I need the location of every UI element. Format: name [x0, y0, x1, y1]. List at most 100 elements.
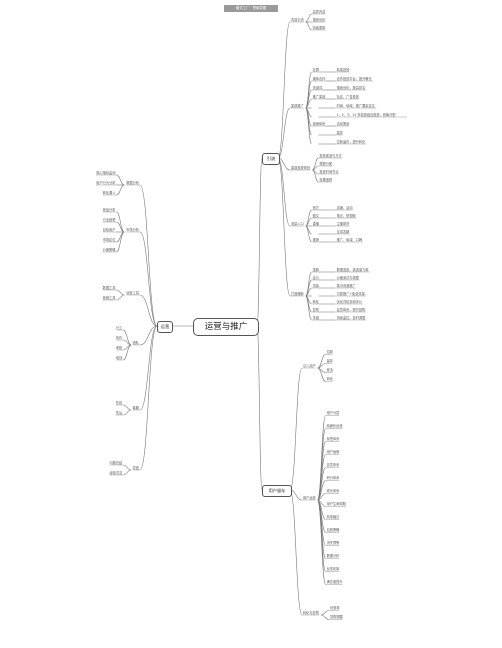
content-item[interactable]: 搜索优化 [312, 17, 326, 22]
ops-item[interactable]: 精准触达 [326, 515, 340, 520]
traffic-value[interactable]: 主播带货 [336, 221, 350, 226]
service-item[interactable]: 售后 [115, 410, 123, 415]
team-item[interactable]: 协作 [115, 335, 123, 340]
content-item[interactable]: 高质内容 [312, 9, 326, 14]
channels-value[interactable]: 拉新留存，提升转化 [336, 139, 366, 144]
team-item[interactable]: 分工 [115, 325, 123, 330]
branch-users[interactable]: 用户留存 [262, 485, 292, 497]
team-item[interactable]: 培训 [115, 355, 123, 360]
analysis-item[interactable]: 用户行为分析 [96, 180, 116, 185]
ops-item[interactable]: 用户画像 [326, 450, 340, 455]
build-value[interactable]: 集中资源推广 [336, 283, 356, 288]
ops-item[interactable]: 流失预警 [326, 541, 340, 546]
traffic-value[interactable]: 笔记、短视频 [336, 213, 356, 218]
build-value[interactable]: 付费推广+免费流量 [336, 291, 365, 296]
section-plan[interactable]: 渠道投放规划 [291, 165, 311, 170]
plan-item[interactable]: 效果追踪 [319, 177, 333, 182]
end-item[interactable]: 复购提醒 [330, 615, 343, 620]
build-value[interactable]: 会员体系，提升回购 [336, 307, 366, 312]
traffic-key[interactable]: 推荐 [312, 237, 319, 242]
section-entry[interactable]: 引入用户 [303, 363, 316, 368]
plan-item[interactable]: 投放渠道与方式 [319, 153, 342, 158]
build-key[interactable]: 转化 [312, 299, 319, 304]
section-service[interactable]: 客服 [132, 405, 139, 410]
traffic-key[interactable]: 图文 [312, 213, 319, 218]
tools-item[interactable]: 营销工具 [102, 295, 116, 300]
ops-item[interactable]: 反馈机制 [326, 567, 340, 572]
build-value[interactable]: 持续监控，及时调整 [336, 315, 366, 320]
ops-item[interactable]: 精细化运营 [326, 424, 343, 429]
section-ops[interactable]: 用户运营 [303, 495, 316, 500]
section-build[interactable]: 打造爆款 [291, 291, 304, 296]
summary-item[interactable]: 经验沉淀 [109, 470, 123, 475]
build-value[interactable]: 数据选品，挑选潜力款 [336, 267, 369, 272]
build-key[interactable]: 选款 [312, 267, 319, 272]
market-item[interactable]: 目标用户 [102, 227, 116, 232]
branch-promo[interactable]: 引流 [262, 153, 280, 165]
traffic-key[interactable]: 官方 [312, 205, 319, 210]
entry-item[interactable]: 转化 [326, 377, 333, 382]
plan-item[interactable]: 投放时间节点 [319, 169, 339, 174]
channels-value[interactable]: 搜索优化，提高排名 [336, 85, 366, 90]
ops-item[interactable]: 成长体系 [326, 489, 340, 494]
market-item[interactable]: 市场定位 [102, 237, 116, 242]
channels-value[interactable]: 时间、地域、推广要素定位 [336, 103, 375, 108]
channels-key[interactable]: 营销体系 [312, 121, 326, 126]
service-item[interactable]: 售前 [115, 400, 123, 405]
analysis-item[interactable]: 核心指标监测 [96, 170, 116, 175]
channels-value[interactable]: 1、2、3、14 多渠道组合投放，统筹分配 [336, 112, 396, 117]
ops-item[interactable]: 召回策略 [326, 528, 340, 533]
section-tools[interactable]: 运营工具 [126, 290, 139, 295]
channels-key[interactable]: 关键词 [312, 85, 323, 90]
section-traffic[interactable]: 流量入口 [291, 221, 304, 226]
ops-item[interactable]: 用户生命周期 [326, 502, 346, 507]
channels-key[interactable]: 社群 [312, 67, 319, 72]
traffic-value[interactable]: 推广、私域、口碑 [336, 237, 363, 242]
market-item[interactable]: 竞品分析 [102, 207, 116, 212]
build-key[interactable]: 复购 [312, 307, 319, 312]
section-channels[interactable]: 渠道推广 [291, 103, 304, 108]
central-topic[interactable]: 运营与推广 [193, 318, 259, 336]
traffic-value[interactable]: 店铺、活动 [336, 205, 353, 210]
tools-item[interactable]: 数据工具 [102, 285, 116, 290]
build-key[interactable]: 流量 [312, 283, 319, 288]
build-value[interactable]: 价格测试与调整 [336, 275, 359, 280]
market-item[interactable]: 行业趋势 [102, 217, 116, 222]
ops-item[interactable]: 数据分析 [326, 554, 340, 559]
section-end[interactable]: 转化与复购 [303, 610, 319, 615]
ops-item[interactable]: 满意度提升 [326, 580, 343, 585]
channels-key[interactable]: 推广渠道 [312, 94, 326, 99]
build-key[interactable]: 关键 [312, 315, 319, 320]
channels-value[interactable]: 精准投放 [336, 67, 350, 72]
traffic-value[interactable]: 互动答疑 [336, 229, 350, 234]
section-team[interactable]: 团队 [132, 340, 139, 345]
traffic-key[interactable]: 直播 [312, 221, 319, 226]
ops-item[interactable]: 标签体系 [326, 437, 340, 442]
build-key[interactable]: 定价 [312, 275, 319, 280]
plan-item[interactable]: 预算分配 [319, 161, 333, 166]
build-value[interactable]: 优化详情页和评价 [336, 299, 363, 304]
summary-item[interactable]: 问题总结 [109, 460, 123, 465]
channels-value[interactable]: 裂变 [336, 130, 343, 135]
channels-value[interactable]: 活动策划 [336, 121, 350, 126]
end-item[interactable]: 优惠券 [330, 606, 340, 611]
analysis-item[interactable]: 转化漏斗 [102, 190, 116, 195]
connector [317, 415, 326, 501]
section-content[interactable]: 内容引流 [291, 17, 304, 22]
ops-item[interactable]: 会员体系 [326, 463, 340, 468]
section-summary[interactable]: 复盘 [132, 465, 139, 470]
channels-value[interactable]: 合作投放平台，提升曝光 [336, 76, 372, 81]
ops-item[interactable]: 积分体系 [326, 476, 340, 481]
branch-notes[interactable]: 运营 [157, 321, 173, 333]
section-analysis[interactable]: 数据分析 [126, 180, 139, 185]
entry-item[interactable]: 拉新 [326, 350, 333, 355]
channels-value[interactable]: 社区、广告投放 [336, 94, 359, 99]
market-item[interactable]: 价格策略 [102, 247, 116, 252]
content-item[interactable]: 持续更新 [312, 25, 326, 30]
channels-key[interactable]: 媒体合作 [312, 76, 326, 81]
section-market[interactable]: 市场分析 [126, 227, 139, 232]
team-item[interactable]: 考核 [115, 345, 123, 350]
ops-item[interactable]: 用户分层 [326, 411, 340, 416]
entry-item[interactable]: 促活 [326, 368, 333, 373]
entry-item[interactable]: 留存 [326, 359, 333, 364]
